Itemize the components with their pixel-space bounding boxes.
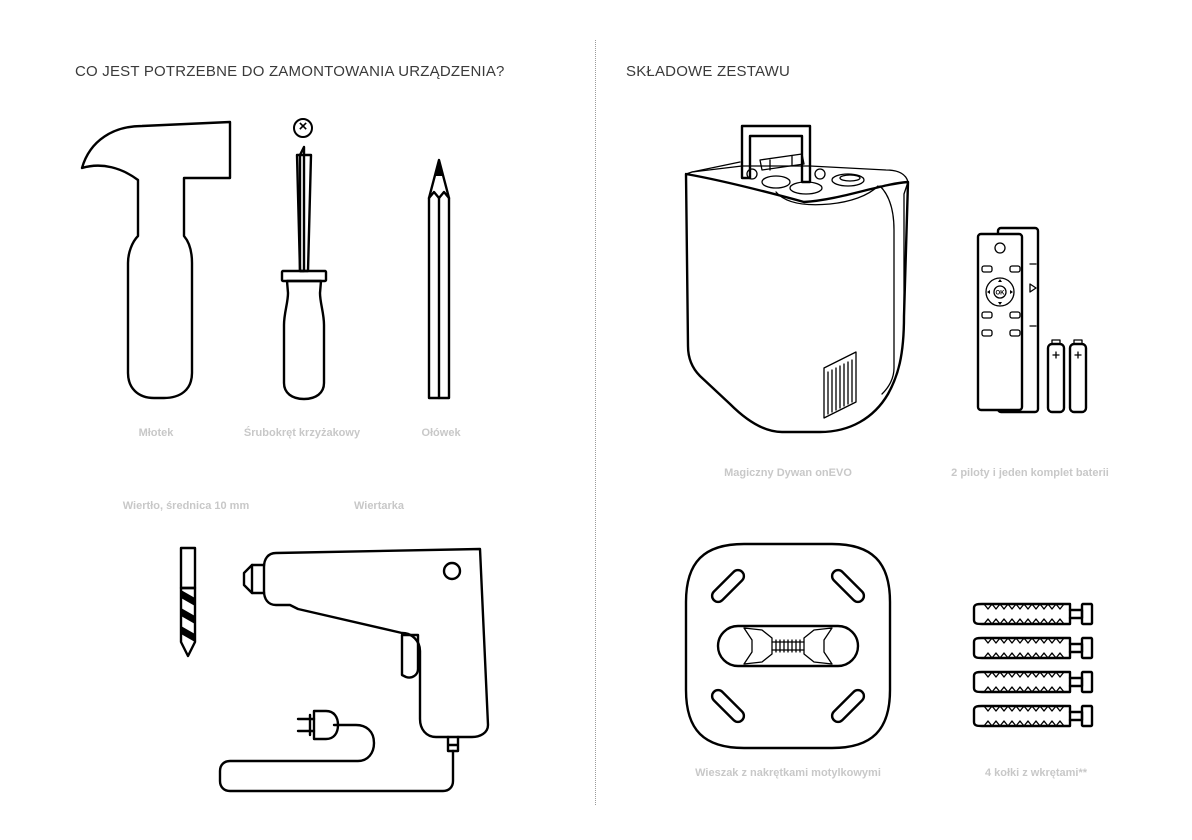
hammer-icon	[80, 118, 232, 400]
item-label-bracket: Wieszak z nakrętkami motylkowymi	[695, 767, 881, 779]
svg-text:OK: OK	[996, 291, 1006, 297]
screwdriver-icon	[280, 145, 328, 400]
tool-label-drill-bit: Wiertło, średnica 10 mm	[123, 500, 249, 512]
tool-label-power-drill: Wiertarka	[354, 500, 404, 512]
tool-label-screwdriver: Śrubokręt krzyżakowy	[244, 427, 360, 439]
section-divider	[595, 40, 596, 805]
item-label-device: Magiczny Dywan onEVO	[724, 467, 852, 479]
tool-label-pencil: Ołówek	[421, 427, 460, 439]
wall-mount-bracket-icon	[684, 542, 892, 750]
item-label-remotes: 2 piloty i jeden komplet baterii	[951, 467, 1109, 479]
pencil-icon	[425, 158, 453, 402]
remote-controls-icon: OK	[976, 226, 1092, 414]
power-drill-icon	[218, 545, 494, 793]
kit-contents-heading: SKŁADOWE ZESTAWU	[626, 63, 790, 80]
tools-heading: CO JEST POTRZEBNE DO ZAMONTOWANIA URZĄDZ…	[75, 63, 505, 80]
drill-bit-icon	[176, 546, 200, 658]
phillips-symbol-icon: ⊗×	[293, 118, 313, 138]
wall-plugs-icon	[972, 602, 1098, 728]
item-label-wall-plugs: 4 kołki z wkrętami**	[985, 767, 1087, 779]
tool-label-hammer: Młotek	[139, 427, 174, 439]
projector-device-icon	[680, 120, 914, 438]
